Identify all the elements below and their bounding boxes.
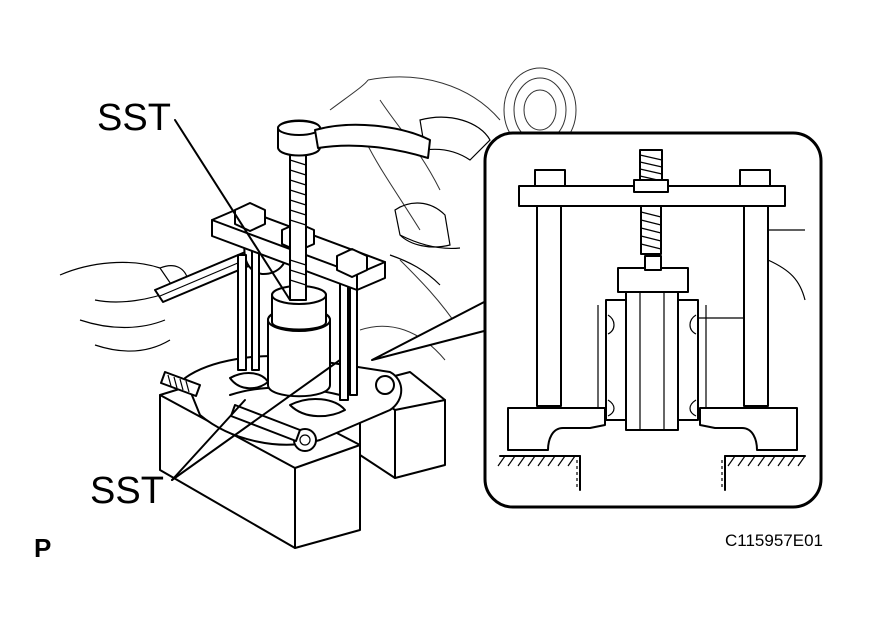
collar xyxy=(267,285,331,398)
sst-label-top: SST xyxy=(97,97,171,139)
press-rods xyxy=(237,249,358,401)
leader-lines xyxy=(171,119,341,481)
left-hand xyxy=(59,261,189,352)
center-screw xyxy=(277,119,431,301)
detail-inset xyxy=(483,131,823,509)
corner-mark: P xyxy=(34,533,51,563)
right-hand xyxy=(389,116,491,286)
sst-label-bottom: SST xyxy=(90,470,164,512)
callout-pointer xyxy=(371,299,489,361)
figure-code: C115957E01 xyxy=(725,531,823,550)
